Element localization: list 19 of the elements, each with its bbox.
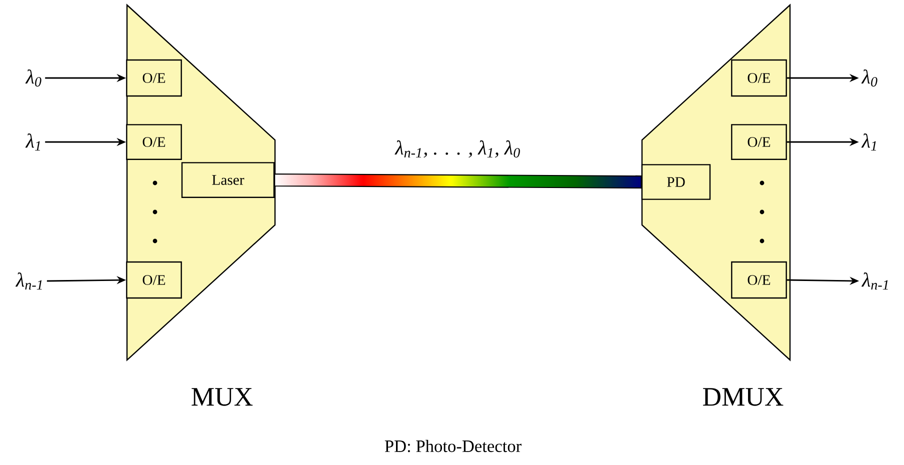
wavelength-label: λ$_{1}$ [25, 134, 40, 150]
component-box: PD [641, 164, 711, 200]
wavelength-label: λ$_{0}$ [25, 69, 42, 87]
component-box: O/E [126, 59, 182, 97]
component-box: O/E [731, 59, 787, 97]
component-box: O/E [126, 124, 182, 160]
wavelength-label: λ$_{0}$ [861, 69, 878, 87]
node-label: DMUX [703, 388, 784, 406]
wavelength-label: λ$_{n-1}$ [862, 272, 888, 290]
component-box: O/E [731, 124, 787, 160]
caption-note: PD: Photo-Detector [384, 440, 522, 452]
edge-label: λ$_{n-1}$, . . . , λ$_{1}$, λ$_{0}$ [394, 140, 520, 158]
component-box: O/E [126, 261, 182, 299]
optical-fiber [274, 173, 642, 189]
component-box: O/E [731, 261, 787, 299]
component-box: Laser [181, 162, 275, 198]
wavelength-label: λ$_{n-1}$ [16, 272, 42, 290]
wavelength-label: λ$_{1}$ [861, 134, 876, 150]
node-label: MUX [192, 388, 253, 406]
